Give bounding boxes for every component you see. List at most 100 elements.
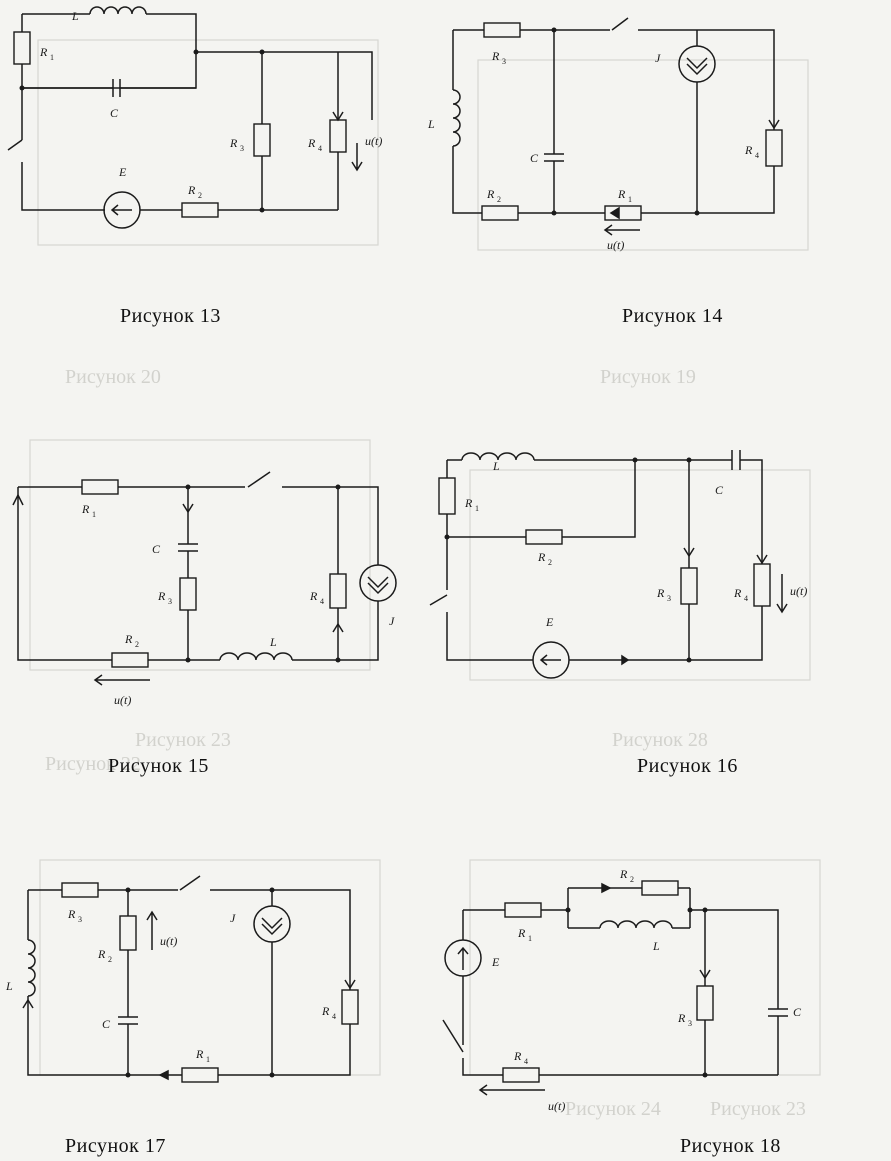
inductor-l-fig15 xyxy=(219,652,293,661)
caption-figure-18: Рисунок 18 xyxy=(680,1135,781,1157)
switch-fig13 xyxy=(7,139,23,151)
figure-14: R 3 J L C R 4 R 2 R 1 u(t) Рисунок 14 xyxy=(427,17,783,327)
resistor-r3-fig16 xyxy=(680,567,698,605)
label-r4-fig18: R xyxy=(513,1049,522,1063)
switch-fig16 xyxy=(429,594,448,606)
resistor-r3-fig13 xyxy=(253,123,271,157)
label-r1-fig15: R xyxy=(81,502,90,516)
svg-text:1: 1 xyxy=(528,934,532,943)
label-e-fig18: E xyxy=(491,955,500,969)
label-r3-fig17: R xyxy=(67,907,76,921)
current-source-j-fig15 xyxy=(359,564,397,602)
current-source-j-fig14 xyxy=(678,45,716,83)
svg-text:2: 2 xyxy=(135,640,139,649)
label-r2-fig16: R xyxy=(537,550,546,564)
label-e-fig13: E xyxy=(118,165,127,179)
svg-text:1: 1 xyxy=(206,1055,210,1064)
label-l-fig16: L xyxy=(492,459,500,473)
label-r3-fig14: R xyxy=(491,49,500,63)
capacitor-c-fig15 xyxy=(178,543,198,552)
label-r2-fig17: R xyxy=(97,947,106,961)
resistor-r1-fig15 xyxy=(81,479,119,495)
ghost-caption-19: Рисунок 19 xyxy=(600,366,696,388)
label-r2-fig13: R xyxy=(187,183,196,197)
figure-18: R 2 R 1 L E R 3 C R 4 u(t) Рисунок 18 xyxy=(442,867,802,1157)
inductor-l-fig16 xyxy=(461,452,535,461)
figure-16: L R 1 C R 2 R 3 R 4 u(t) E Рисунок 16 xyxy=(429,450,807,777)
resistor-r3-fig18 xyxy=(696,985,714,1021)
label-u-fig13: u(t) xyxy=(365,134,382,148)
resistor-r1-fig17 xyxy=(181,1067,219,1083)
svg-text:2: 2 xyxy=(108,955,112,964)
resistor-r3-fig17 xyxy=(61,882,99,898)
resistor-r4-fig13 xyxy=(329,119,347,153)
bleed-through-background: Рисунок 20 Рисунок 19 Рисунок 23 Рисунок… xyxy=(29,39,821,1120)
resistor-r4-fig16 xyxy=(753,563,771,607)
switch-fig15 xyxy=(247,471,271,488)
svg-text:2: 2 xyxy=(630,875,634,884)
resistor-r4-fig18 xyxy=(502,1067,540,1083)
caption-figure-16: Рисунок 16 xyxy=(637,755,738,777)
label-j-fig15: J xyxy=(389,614,395,628)
caption-figure-17: Рисунок 17 xyxy=(65,1135,166,1157)
label-c-fig14: C xyxy=(530,151,539,165)
label-j-fig17: J xyxy=(230,911,236,925)
label-u-fig15: u(t) xyxy=(114,693,131,707)
label-l-fig14: L xyxy=(427,117,435,131)
svg-text:3: 3 xyxy=(240,144,244,153)
switch-fig14 xyxy=(611,17,629,31)
svg-text:1: 1 xyxy=(92,510,96,519)
resistor-r3-fig15 xyxy=(179,577,197,611)
ghost-caption-23b: Рисунок 23 xyxy=(710,1098,806,1120)
inductor-l-fig18 xyxy=(599,920,673,929)
label-r2-fig15: R xyxy=(124,632,133,646)
label-r4-fig16: R xyxy=(733,586,742,600)
resistor-r2-fig18 xyxy=(641,880,679,896)
svg-text:4: 4 xyxy=(755,151,759,160)
svg-text:4: 4 xyxy=(320,597,324,606)
svg-text:4: 4 xyxy=(332,1012,336,1021)
svg-text:3: 3 xyxy=(168,597,172,606)
resistor-r1-fig13 xyxy=(13,31,31,65)
label-r3-fig15: R xyxy=(157,589,166,603)
label-j-fig14: J xyxy=(655,51,661,65)
resistor-r2-fig15 xyxy=(111,652,149,668)
figure-13: L R 1 C R 3 R 4 u(t) E R 2 Рисунок 13 xyxy=(7,6,382,327)
figure-17: R 3 R 2 u(t) J L C R 4 R 1 Рисунок 17 xyxy=(5,875,359,1157)
inductor-l-fig17 xyxy=(27,939,36,997)
resistor-r1-fig16 xyxy=(438,477,456,515)
resistor-r2-fig14 xyxy=(481,205,519,221)
svg-text:3: 3 xyxy=(502,57,506,66)
label-r1-fig14: R xyxy=(617,187,626,201)
svg-text:4: 4 xyxy=(744,594,748,603)
capacitor-c-fig14 xyxy=(544,153,564,162)
label-l-fig13: L xyxy=(71,9,79,23)
label-c-fig13: C xyxy=(110,106,119,120)
label-l-fig17: L xyxy=(5,979,13,993)
resistor-r1-fig18 xyxy=(504,902,542,918)
ghost-caption-28: Рисунок 28 xyxy=(612,729,708,751)
caption-figure-14: Рисунок 14 xyxy=(622,305,723,327)
current-source-j-fig17 xyxy=(253,905,291,943)
label-u-fig14: u(t) xyxy=(607,238,624,252)
label-r1-fig18: R xyxy=(517,926,526,940)
svg-text:1: 1 xyxy=(50,53,54,62)
capacitor-c-fig18 xyxy=(768,1008,788,1017)
label-r4-fig13: R xyxy=(307,136,316,150)
svg-text:1: 1 xyxy=(475,504,479,513)
svg-text:3: 3 xyxy=(667,594,671,603)
capacitor-c-fig13 xyxy=(112,79,121,97)
label-u-fig17: u(t) xyxy=(160,934,177,948)
label-c-fig15: C xyxy=(152,542,161,556)
caption-figure-15: Рисунок 15 xyxy=(108,755,209,777)
label-c-fig17: C xyxy=(102,1017,111,1031)
label-u-fig18: u(t) xyxy=(548,1099,565,1113)
label-r3-fig18: R xyxy=(677,1011,686,1025)
svg-text:3: 3 xyxy=(688,1019,692,1028)
label-c-fig16: C xyxy=(715,483,724,497)
resistor-r4-fig17 xyxy=(341,989,359,1025)
label-r2-fig18: R xyxy=(619,867,628,881)
resistor-r3-fig14 xyxy=(483,22,521,38)
